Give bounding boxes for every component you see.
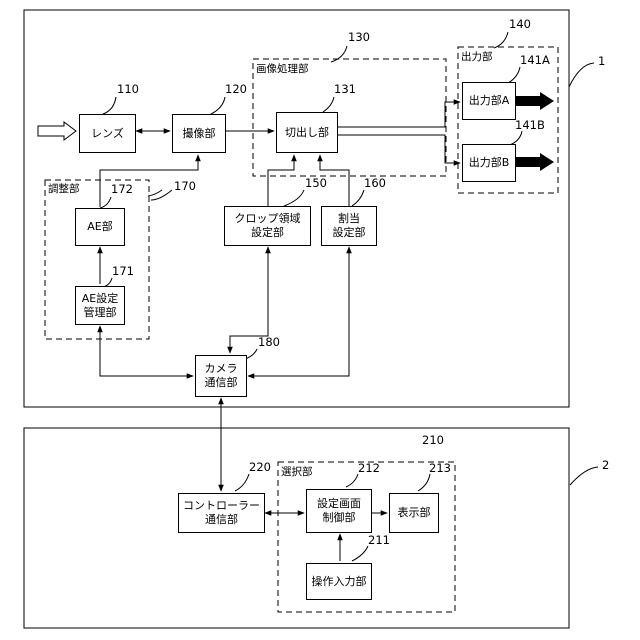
ref-assign: 160 [364, 177, 386, 190]
imaging-block: 撮像部 [172, 114, 226, 153]
ref-imaging: 120 [225, 83, 247, 96]
ref-output-group: 140 [509, 18, 531, 31]
ref-input: 211 [368, 534, 390, 547]
output-b-block: 出力部B [462, 144, 516, 182]
screen-ctrl-block: 設定画面 制御部 [306, 489, 372, 533]
unit-2-frame [24, 428, 569, 628]
ref-unit-2: 2 [602, 459, 609, 472]
output-a-arrow [516, 92, 554, 110]
controller-comm-block: コントローラー 通信部 [178, 493, 265, 533]
ref-adjust-group: 170 [174, 180, 196, 193]
ref-select-group: 210 [422, 434, 444, 447]
lens-block: レンズ [79, 114, 136, 153]
ref-unit-1: 1 [598, 55, 605, 68]
ref-screen-ctrl: 212 [358, 462, 380, 475]
ref-camera-comm: 180 [258, 336, 280, 349]
ae-setting-block: AE設定 管理部 [75, 286, 125, 325]
ae-block: AE部 [75, 208, 125, 246]
group-output-title: 出力部 [461, 51, 493, 63]
ref-ae-setting: 171 [112, 265, 134, 278]
ref-output-b: 141B [515, 119, 545, 132]
ref-cutout: 131 [334, 83, 356, 96]
crop-block: クロップ領域 設定部 [224, 206, 311, 246]
group-image-title: 画像処理部 [256, 63, 309, 75]
input-block: 操作入力部 [306, 563, 372, 600]
ref-ae: 172 [111, 183, 133, 196]
input-arrow [38, 122, 76, 140]
ref-controller-comm: 220 [249, 461, 271, 474]
camera-comm-block: カメラ 通信部 [195, 355, 247, 397]
ref-output-a: 141A [520, 54, 550, 67]
output-b-arrow [516, 153, 554, 171]
assign-block: 割当 設定部 [321, 206, 377, 246]
display-block: 表示部 [389, 493, 439, 533]
output-a-block: 出力部A [462, 82, 516, 120]
cutout-block: 切出し部 [276, 112, 338, 153]
ref-image-group: 130 [348, 31, 370, 44]
ref-display: 213 [429, 462, 451, 475]
ref-lens: 110 [117, 83, 139, 96]
group-select-title: 選択部 [281, 466, 313, 478]
ref-crop: 150 [305, 177, 327, 190]
group-adjust-title: 調整部 [48, 183, 80, 195]
